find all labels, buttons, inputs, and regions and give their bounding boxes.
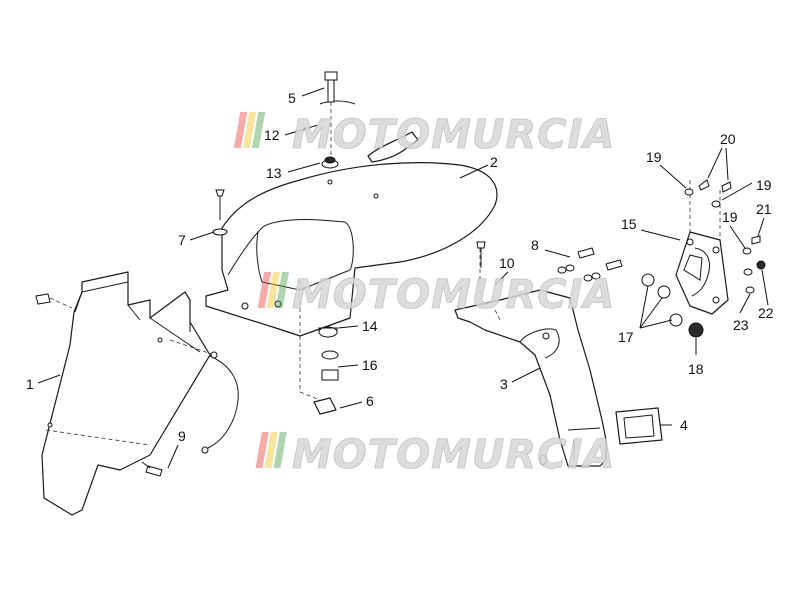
callout-10: 10 bbox=[499, 255, 515, 271]
callout-20: 20 bbox=[720, 131, 736, 147]
part-13-washer bbox=[321, 156, 339, 169]
callout-17: 17 bbox=[618, 329, 634, 345]
callout-19-mid: 19 bbox=[722, 209, 738, 225]
watermark-text-bottom: MOTOMURCIA bbox=[292, 432, 615, 478]
callout-1: 1 bbox=[26, 376, 34, 392]
callout-9: 9 bbox=[178, 428, 186, 444]
watermark-middle: MOTOMURCIA bbox=[257, 272, 615, 318]
callout-labels: 5 12 13 2 7 14 16 6 1 9 8 10 3 4 15 19 2… bbox=[26, 90, 774, 444]
part-10-screw bbox=[476, 241, 486, 268]
part-15-light-bracket bbox=[675, 180, 729, 315]
callout-6: 6 bbox=[366, 393, 374, 409]
callout-14: 14 bbox=[362, 318, 378, 334]
callout-16: 16 bbox=[362, 357, 378, 373]
part-20-screws bbox=[698, 179, 732, 193]
part-9-screw bbox=[141, 461, 163, 477]
callout-13: 13 bbox=[266, 165, 282, 181]
part-19-washers bbox=[684, 188, 752, 255]
part-6-clip bbox=[313, 397, 337, 415]
callout-4: 4 bbox=[680, 417, 688, 433]
callout-12: 12 bbox=[264, 127, 280, 143]
watermark-bottom: MOTOMURCIA bbox=[255, 432, 615, 478]
part-12-bracket bbox=[319, 100, 419, 163]
callout-21: 21 bbox=[756, 201, 772, 217]
callout-19-top: 19 bbox=[646, 149, 662, 165]
leader-lines bbox=[37, 87, 769, 469]
part-22-nut bbox=[756, 260, 766, 270]
callout-18: 18 bbox=[688, 361, 704, 377]
watermark-text-top: MOTOMURCIA bbox=[292, 112, 615, 158]
small-connector bbox=[35, 293, 73, 309]
callout-7: 7 bbox=[178, 232, 186, 248]
callout-15: 15 bbox=[621, 216, 637, 232]
part-4-reflector bbox=[615, 407, 663, 445]
small-grommet bbox=[539, 454, 547, 466]
callout-5: 5 bbox=[288, 90, 296, 106]
callout-23: 23 bbox=[733, 317, 749, 333]
part-2-tail-cowl bbox=[205, 162, 498, 401]
callout-19-right: 19 bbox=[756, 177, 772, 193]
part-5-bolt bbox=[324, 71, 338, 160]
part-18-nut bbox=[688, 322, 704, 338]
part-3-plate-holder bbox=[454, 248, 607, 467]
part-8-bolts bbox=[557, 247, 623, 282]
watermark-top: MOTOMURCIA bbox=[233, 112, 615, 158]
part-14-nut bbox=[318, 326, 338, 338]
watermark-text-middle: MOTOMURCIA bbox=[292, 272, 615, 318]
callout-3: 3 bbox=[500, 376, 508, 392]
callout-2: 2 bbox=[490, 154, 498, 170]
part-17-rubbers bbox=[641, 273, 683, 327]
cable bbox=[201, 351, 239, 454]
part-23-washer bbox=[743, 268, 755, 294]
part-21-screw bbox=[751, 235, 761, 245]
part-16-nut bbox=[321, 350, 339, 381]
part-1-side-panel bbox=[41, 271, 216, 516]
callout-22: 22 bbox=[758, 305, 774, 321]
callout-8: 8 bbox=[531, 237, 539, 253]
